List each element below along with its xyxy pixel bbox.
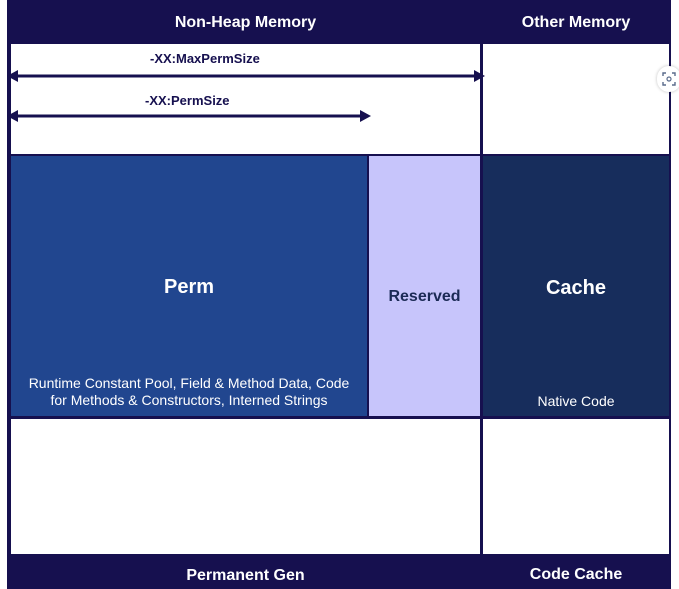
cache-description: Native Code xyxy=(537,393,615,409)
perm-region: Perm Runtime Constant Pool, Field & Meth… xyxy=(11,156,367,416)
expand-button[interactable] xyxy=(657,66,679,92)
perm-description-line2: for Methods & Constructors, Interned Str… xyxy=(50,392,328,408)
perm-size-label: -XX:PermSize xyxy=(145,93,230,108)
other-memory-header: Other Memory xyxy=(483,4,669,42)
expand-icon xyxy=(662,72,676,86)
perm-description-line1: Runtime Constant Pool, Field & Method Da… xyxy=(28,375,350,391)
reserved-region: Reserved xyxy=(369,156,480,416)
max-perm-size-label: -XX:MaxPermSize xyxy=(150,51,260,66)
permanent-gen-footer: Permanent Gen xyxy=(11,557,480,589)
non-heap-top-area xyxy=(11,44,480,154)
other-memory-bottom-area xyxy=(483,419,669,554)
other-memory-top-area xyxy=(483,44,669,154)
cache-title: Cache xyxy=(545,277,607,299)
cache-region: Cache Native Code xyxy=(483,156,669,416)
non-heap-memory-header: Non-Heap Memory xyxy=(11,4,480,42)
perm-size-arrow xyxy=(7,110,371,122)
non-heap-bottom-area xyxy=(11,419,480,554)
max-perm-size-arrow xyxy=(7,70,485,82)
code-cache-footer: Code Cache xyxy=(483,557,669,589)
reserved-title: Reserved xyxy=(388,288,461,305)
perm-title: Perm xyxy=(163,276,215,298)
